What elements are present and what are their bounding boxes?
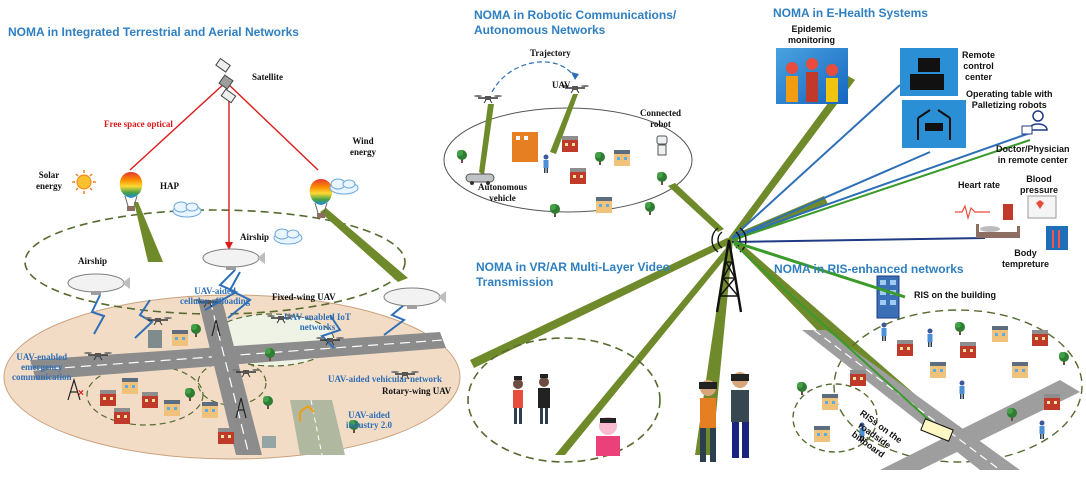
blood-bag-icon [1003,204,1013,220]
heart-rate-label: Heart rate [958,180,1001,190]
rotary-wing-label: Rotary-wing UAV [382,386,452,396]
ris-reflect-link [733,240,906,299]
airship-icon [202,248,266,271]
satellite-icon [215,57,237,104]
trajectory-path [491,61,576,93]
billboard-icon [920,418,954,442]
cloud-icon [273,228,303,245]
section-title-terrestrial: NOMA in Integrated Terrestrial and Aeria… [8,25,299,39]
optical-link-wind-hap [225,81,319,171]
cloud-icon [172,201,202,218]
uav-label: UAV [552,80,571,90]
airship-icon [67,273,131,296]
building-icon [100,330,276,448]
car-icon [465,173,495,185]
ehealth-links [731,84,1031,243]
hap-label: HAP [160,181,179,191]
satellite-label: Satellite [252,72,283,82]
building-icon [512,132,630,213]
robot-beam [668,183,724,232]
tower-icon [711,227,747,313]
robot-arm-icon [299,405,315,422]
section-title-robotic-line1: NOMA in Robotic Communications/ [474,8,677,22]
airship-icon [383,287,447,310]
aerial-layer-ellipse [24,209,406,315]
uav-beam-left [479,104,494,175]
thermometer-icon [1046,226,1068,250]
tower-icon [67,319,247,419]
ris-building-icon [876,275,900,319]
section-title-robotic-line2: Autonomous Networks [474,23,606,37]
ris-area-ellipse [833,309,1083,463]
vehicular-network-label: UAV-aided vehicular network [328,374,443,384]
ris-sub-ellipse [792,383,878,453]
blood-pressure-icon [1027,195,1057,219]
doctor-icon [1021,110,1048,135]
uav-beam-right [550,94,578,154]
fixed-wing-label: Fixed-wing UAV [272,292,336,302]
airship-left-label: Airship [78,256,108,266]
cloud-icon [329,178,359,195]
section-title-vr-line2: Transmission [476,275,554,289]
vr-area-ellipse [467,337,661,463]
person-icon [699,372,749,462]
free-space-optical-label: Free space optical [104,119,173,129]
section-title-ris: NOMA in RIS-enhanced networks [774,262,964,276]
hap-beam-left [134,202,163,262]
airship-center-label: Airship [240,232,270,242]
vr-ar-panel [467,337,749,463]
wireless-links [90,269,411,349]
robot-icon [656,135,668,156]
hospital-bed-icon [976,224,1020,238]
uav-icon [473,94,503,104]
hap-beam-right [320,208,408,282]
terrestrial-aerial-panel: × [3,57,461,460]
heart-rate-icon [955,204,990,221]
person-icon [513,374,620,456]
ehealth-panel [776,48,1068,250]
section-title-ehealth: NOMA in E-Health Systems [773,6,928,20]
sun-icon [72,170,96,194]
trajectory-label: Trajectory [530,48,571,58]
optical-link-hap [129,81,227,171]
robotic-panel [443,61,724,232]
section-title-vr-line1: NOMA in VR/AR Multi-Layer Video [476,260,671,274]
ris-building-label: RIS on the building [914,290,996,300]
ris-panel [733,240,1083,471]
failure-mark-icon: × [78,388,84,399]
